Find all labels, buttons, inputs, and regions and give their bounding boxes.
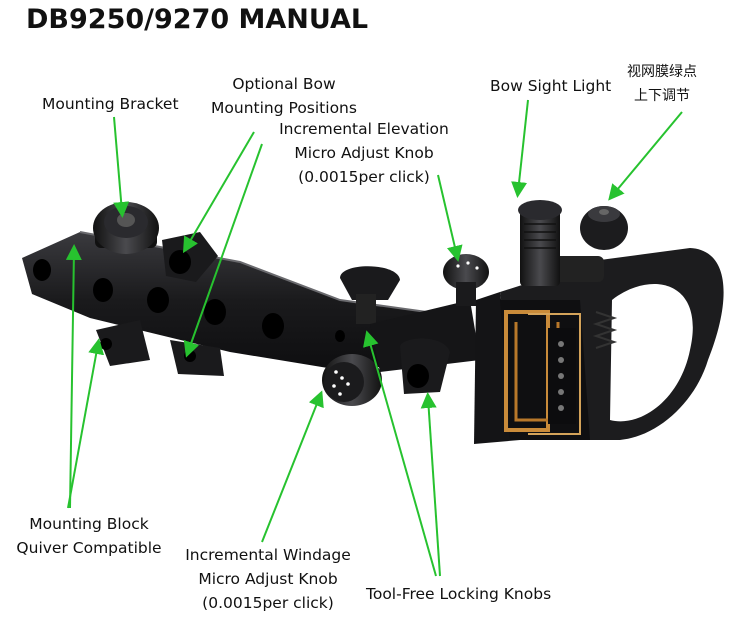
optional-mounting-block-top	[162, 232, 218, 282]
mounting-bracket-knob	[93, 202, 159, 254]
arrow-retina-dot	[608, 111, 683, 201]
arrow-optional-mount-2	[183, 143, 263, 358]
sight-bar	[22, 231, 471, 370]
arrow-mounting-block-2	[65, 244, 82, 509]
label-bow-sight-light: Bow Sight Light	[490, 77, 612, 95]
windage-locking-knob	[340, 266, 400, 324]
bow-sight-light	[518, 200, 562, 286]
elevation-micro-knob	[443, 254, 489, 306]
arrow-locking-2	[420, 392, 441, 577]
arrow-optional-mount-1	[182, 131, 255, 254]
arrow-mounting-bracket	[113, 116, 130, 218]
extension-bar	[370, 300, 480, 394]
label-mounting-bracket: Mounting Bracket	[42, 95, 179, 113]
sight-scope-housing	[474, 248, 724, 444]
label-locking-knobs: Tool-Free Locking Knobs	[366, 585, 552, 603]
label-chinese-green-dot: 视网膜绿点 上下调节	[627, 64, 697, 104]
label-elevation-knob: Incremental Elevation Micro Adjust Knob …	[279, 120, 449, 186]
arrow-mounting-block-1	[67, 338, 105, 509]
arrow-sight-light	[511, 99, 529, 198]
label-windage-knob: Incremental Windage Micro Adjust Knob (0…	[185, 546, 351, 612]
arrow-windage	[261, 390, 324, 543]
label-optional-bow-mounting: Optional Bow Mounting Positions	[211, 75, 357, 117]
windage-micro-knob	[322, 354, 382, 406]
label-mounting-block: Mounting Block Quiver Compatible	[16, 515, 162, 557]
retina-dot-knob	[580, 206, 628, 250]
arrow-locking-1	[363, 330, 437, 577]
page-title: DB9250/9270 MANUAL	[26, 4, 369, 35]
arrow-elevation	[437, 174, 463, 262]
annotation-arrows	[65, 99, 683, 577]
sight-pins	[504, 310, 618, 435]
